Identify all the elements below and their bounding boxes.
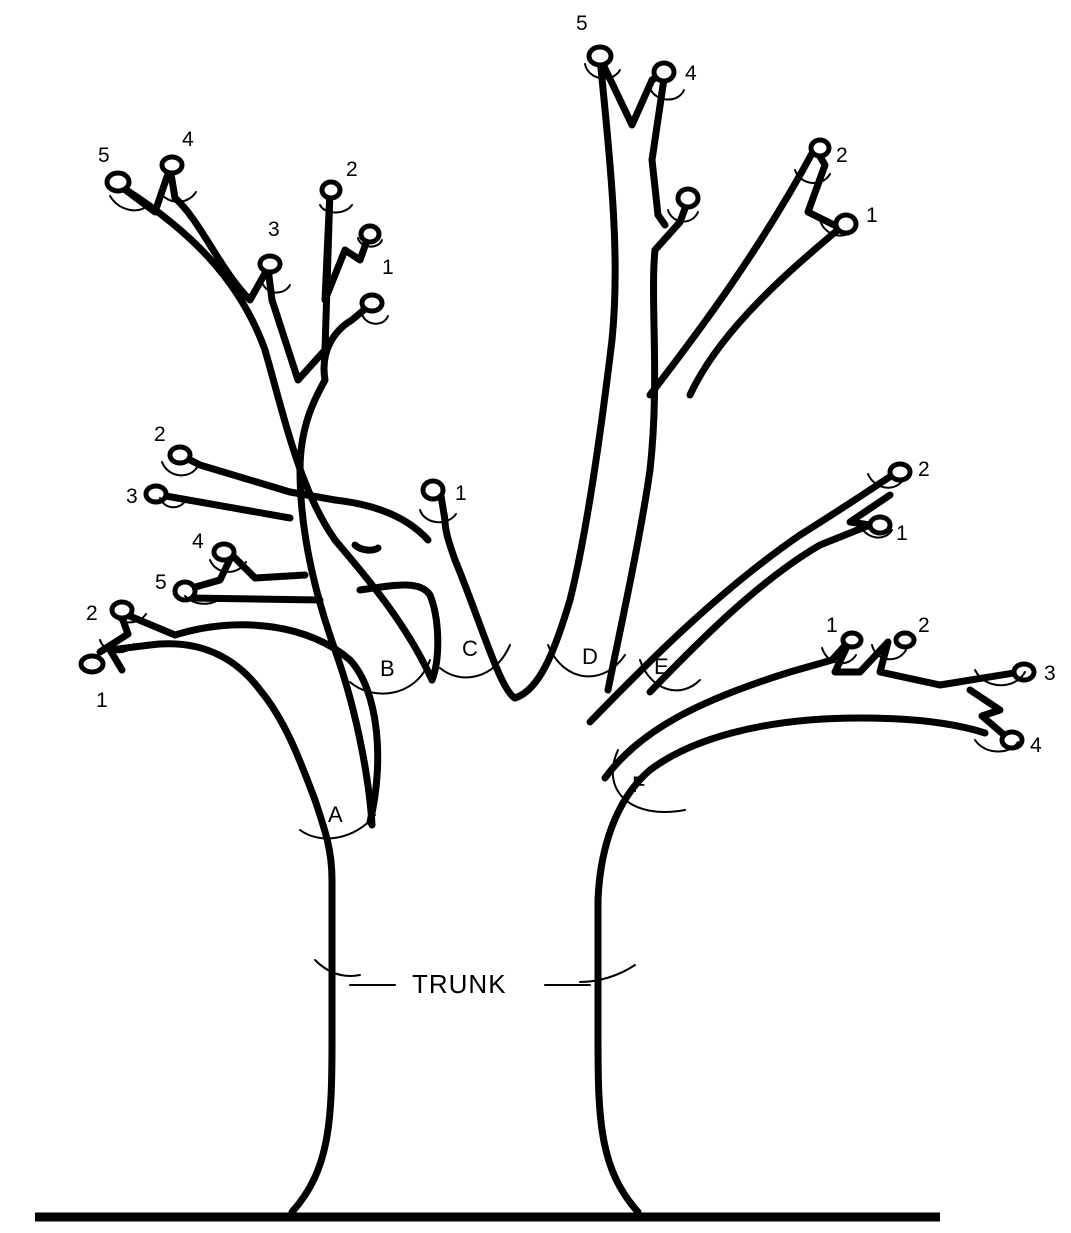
limb-d-outline — [515, 58, 615, 698]
limb-f-tip-1 — [843, 633, 861, 647]
limb-d-right-outline — [608, 195, 690, 690]
limb-d-tip-3 — [678, 189, 698, 207]
branch-number: 2 — [918, 458, 930, 481]
branch-number: 5 — [98, 144, 110, 167]
branch-number: 1 — [96, 689, 108, 712]
limb-a-tip-1 — [81, 656, 103, 672]
branch-number: 2 — [86, 602, 98, 625]
junction-arcs — [300, 645, 700, 985]
branch-number: 5 — [155, 571, 167, 594]
trunk-right-outline — [598, 718, 985, 1212]
limb-e-tip-1 — [870, 517, 890, 533]
trunk-left-outline — [110, 644, 332, 1212]
limb-c-tip-4 — [214, 544, 234, 560]
limb-b-tip-5 — [107, 173, 129, 191]
limb-f-tips — [843, 633, 1034, 748]
limb-b-tip-1a — [361, 226, 379, 242]
limb-c-bottom-outline — [190, 598, 320, 600]
limb-c-outline — [440, 490, 515, 698]
limb-d-tip-5 — [589, 47, 611, 65]
limb-b-tip-1b — [362, 295, 382, 311]
limb-b-branch-5-4 — [120, 168, 330, 380]
branch-number: 1 — [826, 614, 838, 637]
limb-b-tip-2 — [322, 182, 340, 198]
limb-c-tip-1 — [423, 481, 443, 499]
arc-trunk-right — [580, 965, 635, 982]
branch-number: 4 — [685, 62, 697, 85]
limb-d-tip-2 — [811, 140, 829, 156]
limb-d-tips — [589, 47, 856, 233]
trunk-label: TRUNK — [412, 969, 507, 999]
arc-trunk-left — [315, 960, 360, 976]
branch-number: 4 — [192, 530, 204, 553]
limb-c-label: C — [462, 636, 478, 661]
limb-b-tips — [107, 157, 382, 311]
branch-number: 2 — [346, 158, 358, 181]
branch-number: 3 — [126, 485, 138, 508]
limb-e-tip-2 — [890, 464, 910, 480]
branch-number: 4 — [182, 128, 194, 151]
limb-c-lower-outline — [185, 555, 305, 590]
branch-number: 4 — [1030, 734, 1042, 757]
branch-number: 2 — [918, 614, 930, 637]
branch-number: 1 — [455, 482, 467, 505]
limb-c-tip-3 — [146, 486, 166, 502]
limb-b-inner-outline — [300, 303, 372, 825]
branch-number: 5 — [576, 12, 588, 35]
branch-number: 3 — [1044, 662, 1056, 685]
limb-d-tip-4 — [654, 63, 674, 81]
branch-number: 2 — [154, 423, 166, 446]
limb-b-label: B — [380, 656, 395, 681]
branch-number: 1 — [896, 522, 908, 545]
limb-d-branch-2-1 — [650, 148, 840, 395]
branch-number: 3 — [268, 218, 280, 241]
limb-f-label: F — [632, 772, 645, 797]
limb-c-tip-2 — [170, 447, 190, 463]
limb-f-tip-2 — [896, 633, 914, 647]
branch-number: 1 — [866, 204, 878, 227]
branch-number: 1 — [382, 256, 394, 279]
limb-a-label: A — [328, 802, 343, 827]
limb-b-tip-4 — [162, 157, 182, 173]
limb-b-tip-3 — [260, 256, 280, 272]
branch-number: 2 — [836, 144, 848, 167]
limb-f-tip-4 — [1002, 732, 1022, 748]
limb-e-inner-outline — [650, 495, 890, 692]
limb-c-stub — [355, 545, 378, 550]
limb-d-label: D — [582, 644, 598, 669]
limb-e-label: E — [654, 654, 669, 679]
